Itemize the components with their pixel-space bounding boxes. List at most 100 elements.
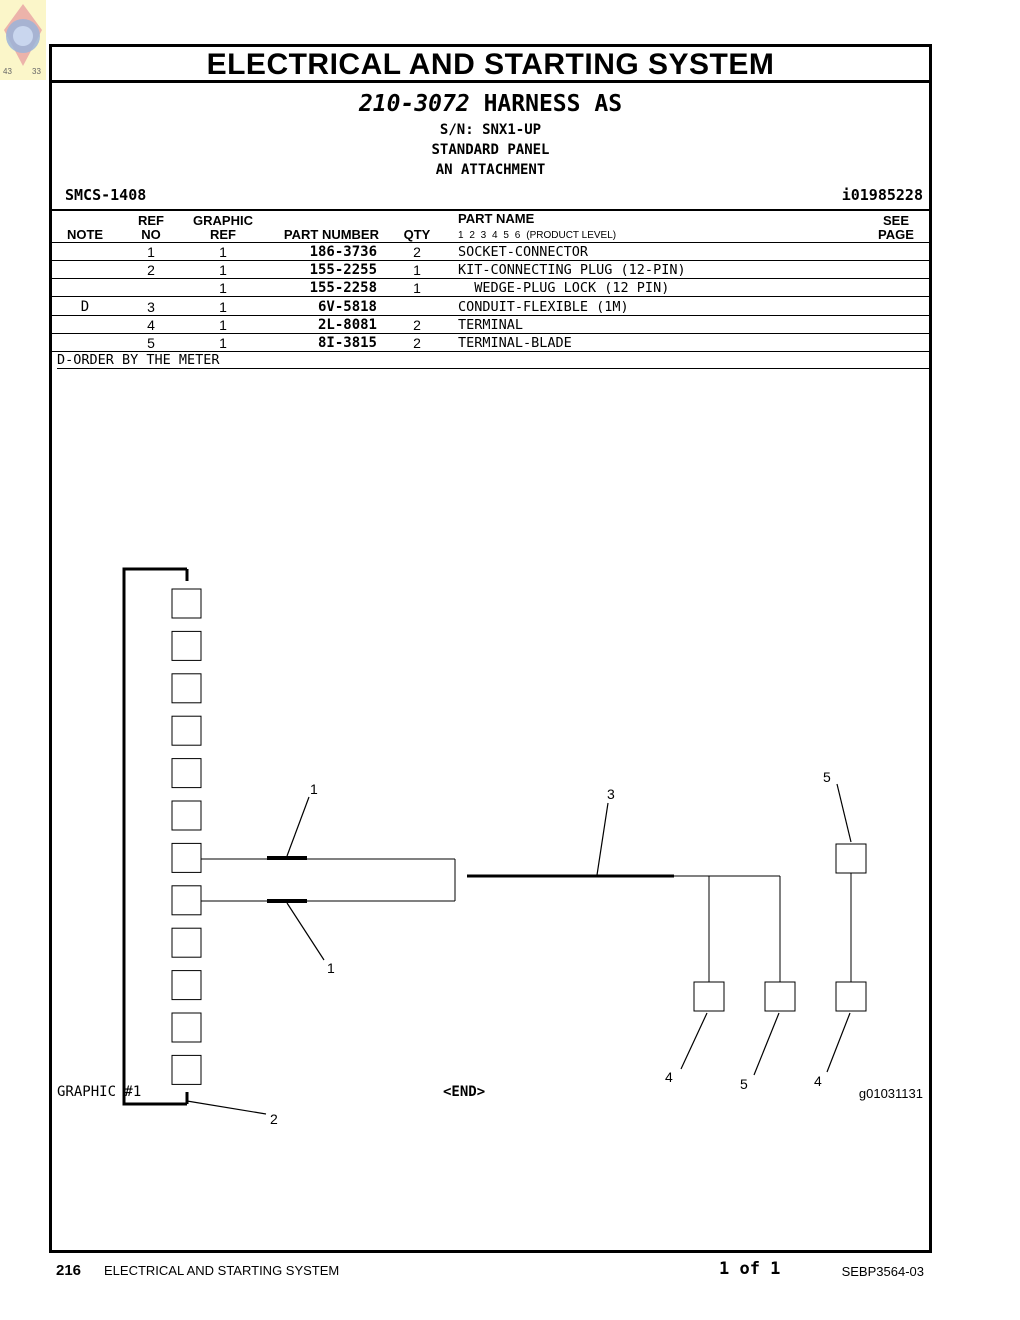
plug-pin: [171, 927, 202, 958]
row-graphic-ref: 1: [219, 316, 227, 333]
harness-diagram: 1 1 2 3 5 4 5 4: [122, 567, 867, 1127]
row-graphic-ref: 1: [219, 244, 227, 260]
assembly-name: HARNESS AS: [469, 91, 623, 117]
row-part-name: CONDUIT-FLEXIBLE (1M): [458, 298, 629, 315]
callout-5-lower: 5: [740, 1076, 748, 1092]
row-part-name: SOCKET-CONNECTOR: [458, 244, 589, 260]
plug-pin: [171, 1054, 202, 1085]
leader-1-upper: [286, 796, 310, 857]
col-part-number: PART NUMBER: [283, 227, 379, 242]
terminal-left: [693, 981, 725, 1012]
row-ref-no: [136, 279, 166, 297]
plug-pin: [171, 715, 202, 746]
terminal-blade-center: [764, 981, 796, 1012]
plug-pin: [171, 842, 202, 873]
row-ref-no: 1: [147, 244, 155, 260]
plug-bracket: [122, 567, 187, 1106]
product-levels: 1 2 3 4 5 6(PRODUCT LEVEL): [458, 230, 617, 241]
table-row: 1 1 186-3736 2 SOCKET-CONNECTOR: [52, 243, 929, 261]
leader-4-left: [680, 1012, 708, 1070]
row-part-name: TERMINAL: [458, 316, 524, 333]
graphic-id: g01031131: [858, 1086, 923, 1101]
logo-right-number: 33: [32, 67, 41, 76]
illustration-id: i01985228: [841, 186, 923, 204]
leader-2: [186, 1100, 267, 1115]
serial-number: S/N: SNX1-UP: [439, 122, 542, 138]
header-divider: [52, 209, 929, 211]
callout-1-upper: 1: [310, 781, 318, 797]
leader-5-upper: [836, 783, 852, 843]
row-ref-no: 4: [147, 316, 155, 333]
row-qty: 2: [413, 244, 421, 260]
col-note: NOTE: [66, 227, 104, 242]
plug-pin: [171, 588, 202, 619]
row-part-number: 186-3736: [309, 244, 377, 260]
footer-system: ELECTRICAL AND STARTING SYSTEM: [104, 1263, 340, 1278]
graphic-label: GRAPHIC #1: [57, 1084, 142, 1100]
leader-3: [596, 802, 609, 876]
table-row: 2 1 155-2255 1 KIT-CONNECTING PLUG (12-PIN): [52, 261, 929, 280]
plug-pin: [171, 673, 202, 704]
logo-left-number: 43: [3, 67, 12, 76]
page-number: 216: [56, 1262, 82, 1279]
leader-4-right: [826, 1012, 851, 1073]
row-note: [70, 243, 100, 261]
row-part-name: KIT-CONNECTING PLUG (12-PIN): [458, 262, 686, 279]
row-part-number: 8I-3815: [317, 335, 377, 351]
row-qty: 2: [413, 316, 421, 333]
row-part-number: 155-2258: [309, 280, 377, 297]
row-ref-no: 3: [147, 298, 155, 315]
configuration-line: STANDARD PANEL: [431, 142, 550, 158]
row-note: [70, 279, 100, 297]
section-title: ELECTRICAL AND STARTING SYSTEM: [52, 47, 929, 83]
row-qty: 1: [413, 280, 421, 297]
document-number: SEBP3564-03: [841, 1264, 924, 1279]
header-row-divider: [52, 242, 929, 243]
assembly-title: 210-3072 HARNESS AS: [52, 91, 929, 117]
row-part-number: 2L-8081: [317, 316, 377, 333]
leader-5-lower: [753, 1012, 780, 1076]
row-graphic-ref: 1: [219, 280, 227, 297]
row-ref-no: 2: [147, 262, 155, 279]
end-marker: <END>: [443, 1084, 486, 1100]
plug-pin: [171, 630, 202, 661]
plug-pin: [171, 885, 202, 916]
row-part-name: WEDGE-PLUG LOCK (12 PIN): [458, 280, 670, 297]
row-qty: 1: [413, 262, 421, 279]
leader-1-lower: [286, 902, 325, 961]
row-note: [70, 261, 100, 279]
callout-2: 2: [270, 1111, 278, 1127]
plug-pin: [171, 1012, 202, 1043]
plug-pin: [171, 800, 202, 831]
row-part-number: 155-2255: [309, 262, 377, 279]
assembly-part-number: 210-3072: [358, 91, 470, 117]
attachment-line: AN ATTACHMENT: [435, 162, 546, 178]
row-part-number: 6V-5818: [317, 298, 377, 315]
col-part-name: PART NAME: [458, 211, 535, 226]
terminal-right: [835, 981, 867, 1012]
terminal-blade-upper: [835, 843, 867, 874]
row-qty: 2: [413, 335, 421, 351]
row-graphic-ref: 1: [219, 262, 227, 279]
col-qty: QTY: [403, 227, 431, 242]
page-frame: ELECTRICAL AND STARTING SYSTEM 210-3072 …: [49, 44, 932, 1253]
row-note: D: [80, 298, 90, 315]
smcs-code: SMCS-1408: [65, 186, 147, 204]
callout-4-right: 4: [814, 1073, 822, 1089]
row-note: [70, 316, 100, 334]
footnote: D-ORDER BY THE METER: [57, 351, 929, 369]
row-qty: [402, 298, 432, 316]
row-part-name: TERMINAL-BLADE: [458, 335, 572, 351]
table-row: 4 1 2L-8081 2 TERMINAL: [52, 316, 929, 334]
publisher-logo: 43 33: [0, 0, 46, 80]
callout-3: 3: [607, 786, 615, 802]
row-graphic-ref: 1: [219, 335, 227, 351]
plug-pin: [171, 970, 202, 1001]
callout-4-left: 4: [665, 1069, 673, 1085]
callout-5-upper: 5: [823, 769, 831, 785]
